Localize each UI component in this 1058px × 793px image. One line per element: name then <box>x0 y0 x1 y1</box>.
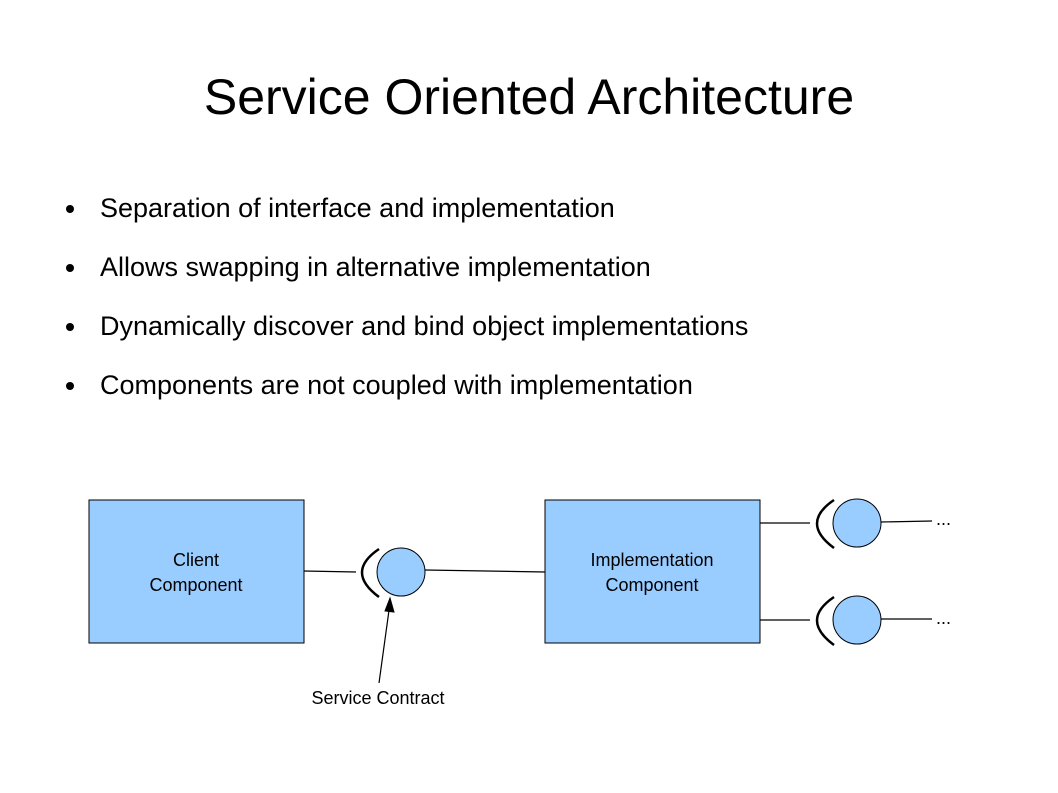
client-component-box <box>88 499 305 644</box>
bottom-socket-icon <box>815 595 835 647</box>
service-contract-label: Service Contract <box>311 688 444 708</box>
bullet-list: Separation of interface and implementati… <box>66 188 748 424</box>
bullet-text: Allows swapping in alternative implement… <box>100 252 651 282</box>
client-socket-icon <box>360 547 380 599</box>
bullet-dot-icon <box>66 264 74 272</box>
bullet-dot-icon <box>66 323 74 331</box>
client-connector-line <box>303 570 357 573</box>
bullet-text: Components are not coupled with implemen… <box>100 370 693 400</box>
bullet-text: Dynamically discover and bind object imp… <box>100 311 749 341</box>
bullet-dot-icon <box>66 205 74 213</box>
service-contract-arrowhead-icon <box>384 596 395 613</box>
top-ellipsis: ... <box>936 509 951 529</box>
bullet-item: Allows swapping in alternative implement… <box>66 247 748 288</box>
service-contract-pointer-line <box>378 602 391 684</box>
bottom-ellipsis: ... <box>936 608 951 628</box>
client-component-label-line1: Client <box>173 550 219 570</box>
implementation-component-box <box>544 499 761 644</box>
bottom-interface-icon <box>832 595 882 645</box>
client-component-label-line2: Component <box>149 575 242 595</box>
top-interface-icon <box>832 498 882 548</box>
bullet-text: Separation of interface and implementati… <box>100 193 615 223</box>
slide-title: Service Oriented Architecture <box>203 69 855 125</box>
bullet-item: Dynamically discover and bind object imp… <box>66 306 748 347</box>
implementation-component-label-line1: Implementation <box>590 550 713 570</box>
top-outgoing-line <box>880 520 933 523</box>
implementation-component-label-line2: Component <box>605 575 698 595</box>
implementation-connector-line <box>424 569 546 573</box>
bullet-item: Components are not coupled with implemen… <box>66 365 748 406</box>
service-contract-interface-icon <box>376 547 426 597</box>
bullet-item: Separation of interface and implementati… <box>66 188 748 229</box>
top-socket-icon <box>815 498 835 550</box>
bullet-dot-icon <box>66 382 74 390</box>
